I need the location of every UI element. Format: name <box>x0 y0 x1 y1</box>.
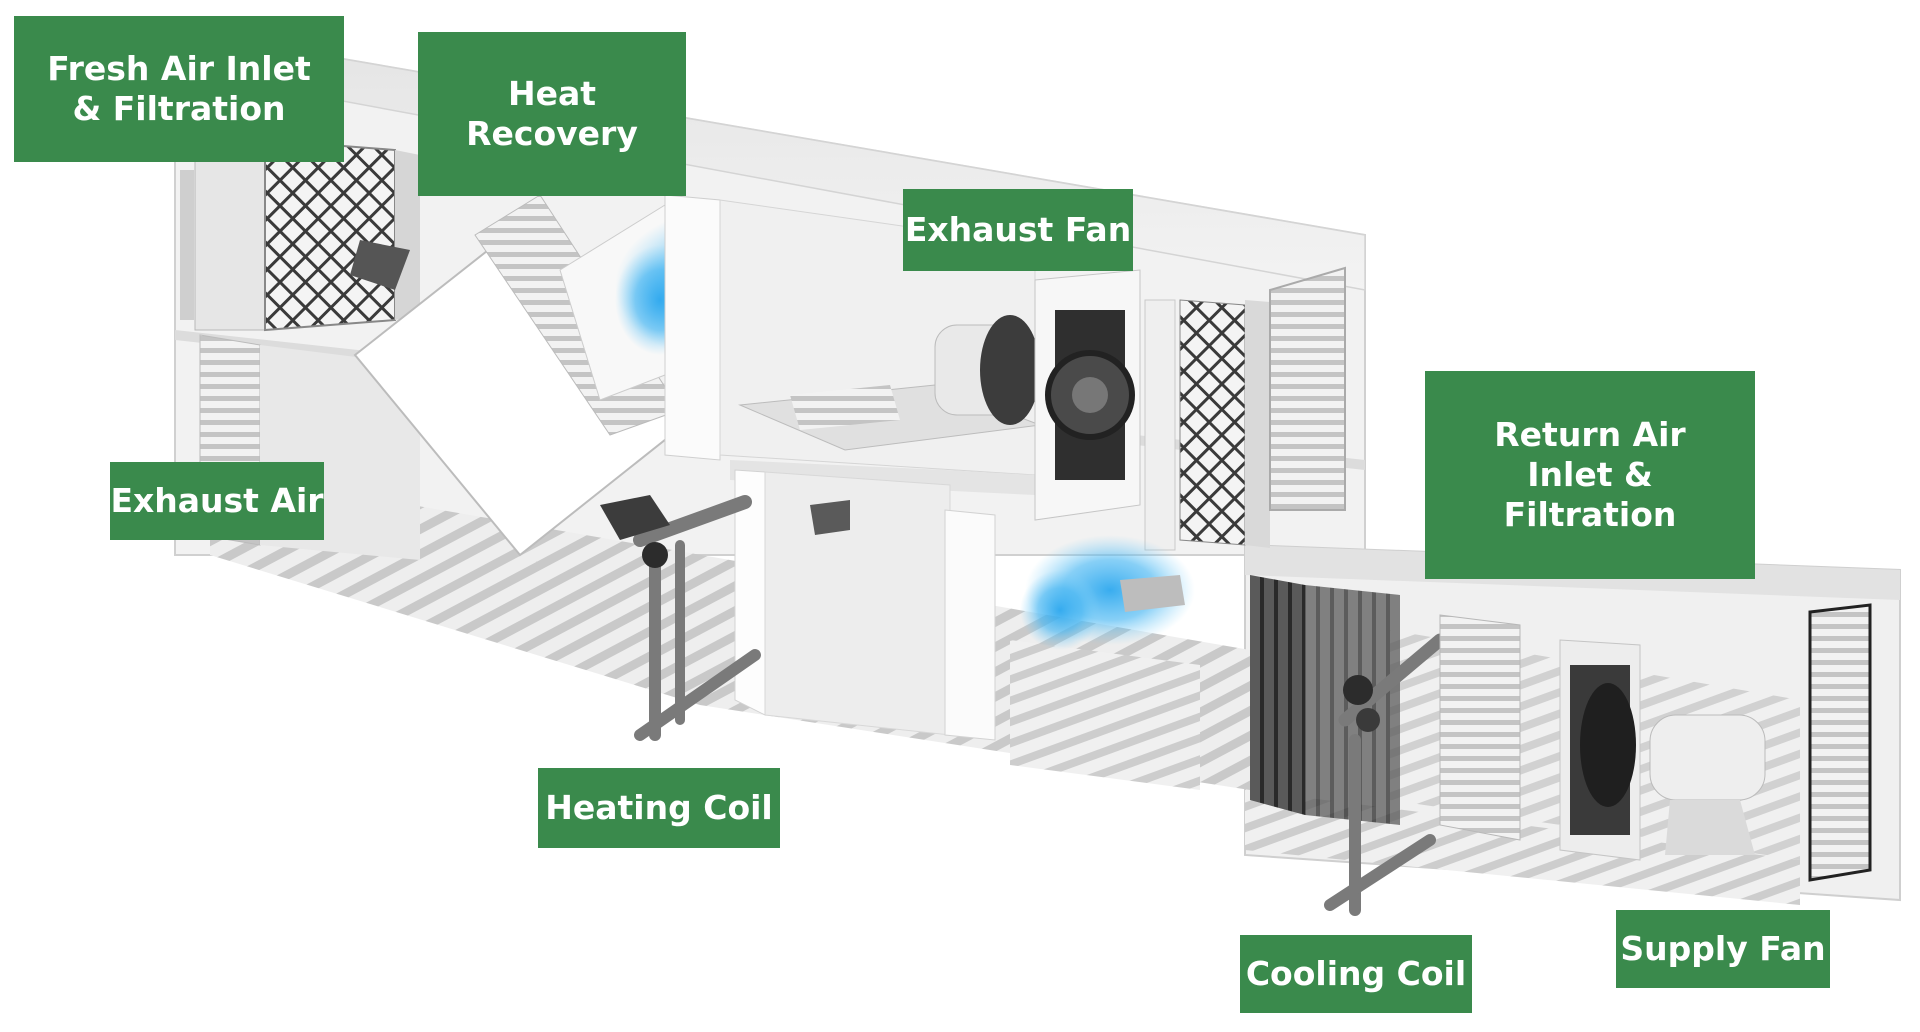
heating-coil-pipes <box>633 495 761 741</box>
label-supply-fan: Supply Fan <box>1616 910 1830 988</box>
label-heating-coil: Heating Coil <box>538 768 780 848</box>
label-line: Return Air <box>1494 415 1686 454</box>
cooling-coil <box>1250 575 1400 825</box>
label-line: Heating Coil <box>545 788 773 827</box>
exhaust-fan-assembly <box>738 269 1176 551</box>
cooling-coil-valve <box>1343 675 1380 732</box>
supply-fan-assembly <box>1439 603 1872 882</box>
label-line: Recovery <box>466 114 638 153</box>
fresh-air-filter <box>180 129 420 332</box>
label-exhaust-air: Exhaust Air <box>110 462 324 540</box>
return-air-filter <box>1179 266 1346 548</box>
airflow-lower <box>1020 535 1195 650</box>
label-line: & Filtration <box>72 89 286 128</box>
label-line: Cooling Coil <box>1245 954 1467 993</box>
label-line: Exhaust Air <box>110 481 324 520</box>
label-line: Filtration <box>1503 495 1677 534</box>
label-return-air-inlet-filtration: Return Air Inlet & Filtration <box>1425 371 1755 579</box>
heating-coil-valve <box>600 495 850 568</box>
label-line: Inlet & <box>1527 455 1653 494</box>
label-line: Supply Fan <box>1620 929 1826 968</box>
label-fresh-air-inlet-filtration: Fresh Air Inlet & Filtration <box>14 16 344 162</box>
label-line: Heat <box>507 74 597 113</box>
label-line: Exhaust Fan <box>904 210 1132 249</box>
cooling-coil-pipes <box>1324 633 1447 916</box>
label-exhaust-fan: Exhaust Fan <box>903 189 1133 271</box>
label-line: Fresh Air Inlet <box>47 49 311 88</box>
label-heat-recovery: Heat Recovery <box>418 32 686 196</box>
label-cooling-coil: Cooling Coil <box>1240 935 1472 1013</box>
